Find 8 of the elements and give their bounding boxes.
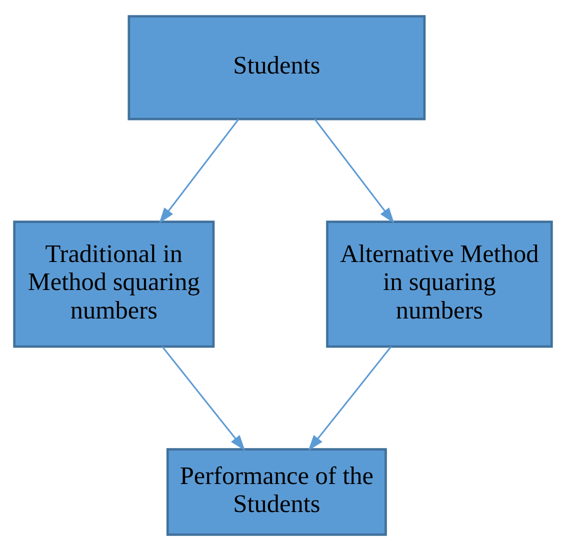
arrow <box>314 118 394 223</box>
node-box: Performance of the Students <box>166 448 387 536</box>
arrow <box>162 346 246 450</box>
arrow <box>308 346 392 450</box>
node-box: Alternative Method in squaring numbers <box>326 220 553 348</box>
arrow <box>159 118 240 223</box>
node-box: Students <box>128 14 426 120</box>
node-box: Traditional in Method squaring numbers <box>13 220 215 348</box>
